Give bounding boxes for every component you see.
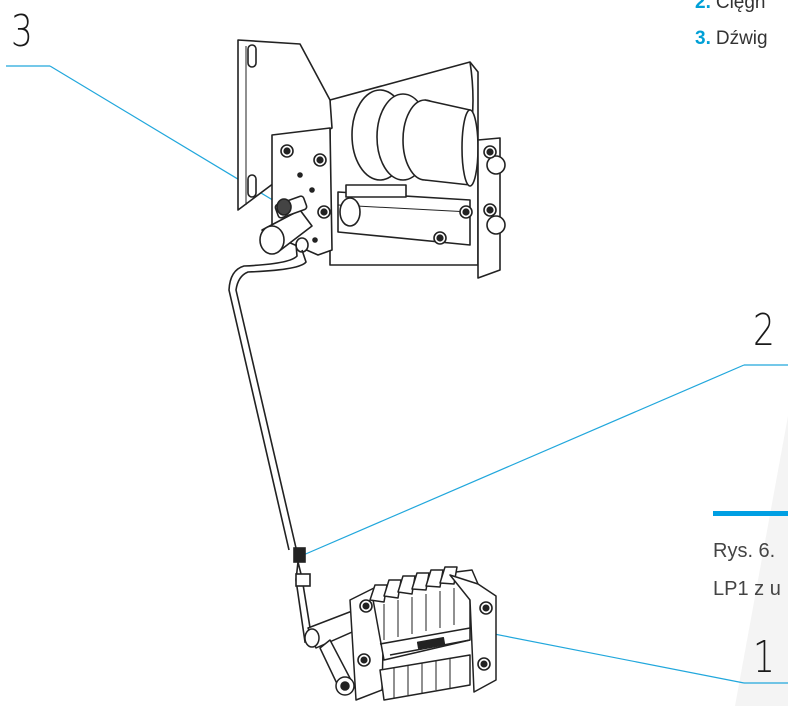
callout-number-3: 3 [11,6,33,57]
auxiliary-switch [304,566,497,701]
callout-2-leader [297,364,788,560]
callout-1-leader [480,628,788,684]
caption-line-2: LP1 z u [713,578,781,600]
legend-number: 3. [695,28,711,49]
connecting-rod [228,243,313,644]
legend-item-3: 3.Dźwig [695,28,788,50]
callout-number-1: 1 [753,632,775,683]
legend-text: Dźwig [715,28,768,49]
legend-text: Cięgn [715,0,766,13]
caption-line-1: Rys. 6. [713,540,776,562]
isolator-assembly [237,39,506,279]
caption-accent-bar [713,511,788,516]
legend-item-2: 2. Cięgn [695,0,788,14]
callout-number-2: 2 [753,305,775,356]
legend-number: 2. [695,0,711,13]
